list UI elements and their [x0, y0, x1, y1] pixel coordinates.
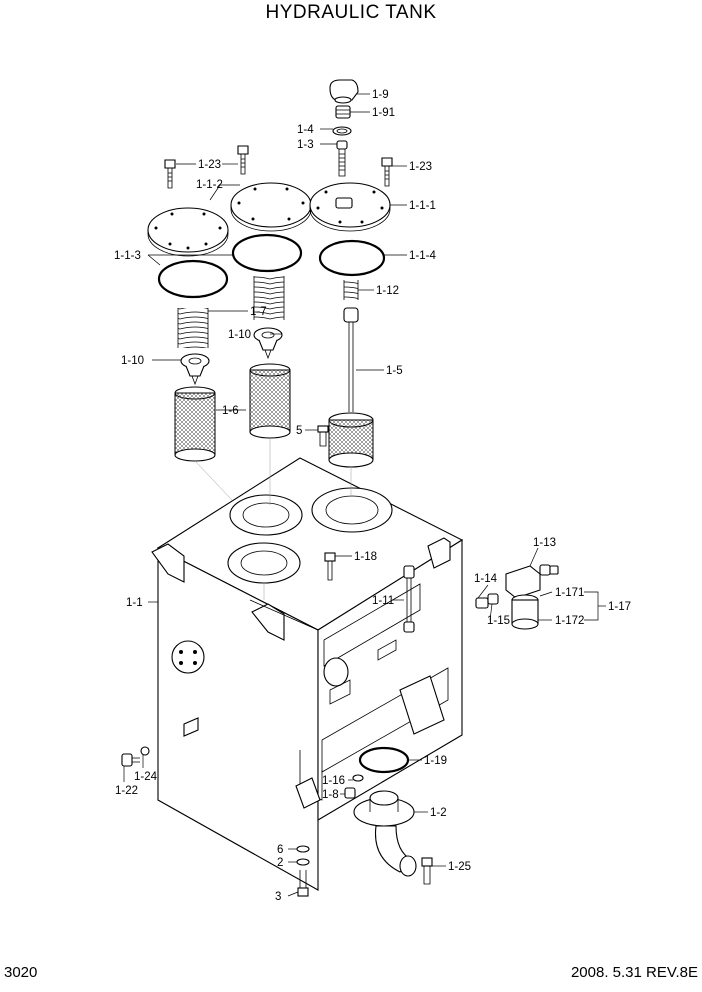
spring-1-12 [343, 280, 359, 300]
cover-plate-1-1-2 [230, 182, 312, 232]
callout-1-2: 1-2 [430, 807, 447, 819]
callout-1-1-4: 1-1-4 [409, 250, 436, 262]
bolt-1-25 [421, 857, 433, 885]
callout-1-6: 1-6 [222, 405, 239, 417]
valve-1-10-right [253, 327, 283, 360]
callout-1-22: 1-22 [115, 785, 138, 797]
bolt-1-18 [324, 552, 336, 581]
page-number: 3020 [4, 964, 38, 981]
callout-1-16: 1-16 [322, 775, 345, 787]
callout-1-1-1: 1-1-1 [409, 200, 436, 212]
elbow-fitting-1-9 [329, 79, 359, 104]
callout-labels: 1-9 1-91 1-4 1-3 1-23 1-23 1-1-2 1-1-1 1… [114, 89, 631, 903]
suction-pipe-1-2 [353, 790, 417, 877]
tank-body-1-1 [151, 457, 464, 891]
leader-lines [123, 93, 606, 897]
callout-2: 2 [277, 857, 283, 869]
callout-1-23-left: 1-23 [198, 159, 221, 171]
callout-1-24: 1-24 [134, 771, 158, 783]
o-ring-1-1-3-right [231, 233, 303, 273]
washer-6 [296, 845, 310, 853]
callout-1-11: 1-11 [372, 595, 394, 607]
bolt-5 [317, 425, 329, 447]
callout-1-17: 1-17 [608, 601, 631, 613]
callout-1-4: 1-4 [297, 124, 314, 136]
fitting-1-13 [539, 564, 559, 576]
callout-1-1-3: 1-1-3 [114, 250, 141, 262]
valve-1-10-left [180, 353, 210, 386]
bolt-1-23-left [164, 159, 176, 189]
callout-1-12: 1-12 [376, 285, 399, 297]
o-ring-1-16 [352, 774, 364, 782]
callout-1-25: 1-25 [448, 861, 471, 873]
side-bracket [183, 717, 199, 737]
o-ring-1-24 [140, 746, 150, 756]
cover-plate-left [147, 207, 229, 257]
callout-1-10-right: 1-10 [228, 329, 251, 341]
callout-1-91: 1-91 [372, 107, 395, 119]
callout-1-1: 1-1 [126, 597, 143, 609]
filter-element-1-6-right [249, 363, 291, 439]
washer-2 [296, 858, 310, 866]
fitting-1-14 [475, 597, 489, 609]
o-ring-1-1-4 [318, 239, 386, 277]
callout-1-19: 1-19 [424, 755, 447, 767]
callout-1-172: 1-172 [555, 615, 584, 627]
callout-1-23-right: 1-23 [409, 161, 432, 173]
sensor-1-22 [121, 753, 140, 767]
plug-1-8 [344, 787, 356, 799]
adapter-1-91 [335, 105, 351, 119]
callout-1-8: 1-8 [322, 789, 339, 801]
cover-plate-1-1-1 [309, 182, 391, 232]
callout-1-18: 1-18 [354, 551, 377, 563]
return-filter-1-17 [505, 565, 541, 630]
callout-1-171: 1-171 [555, 587, 584, 599]
callout-1-10-left: 1-10 [121, 355, 144, 367]
callout-1-5: 1-5 [386, 365, 403, 377]
callout-6: 6 [277, 844, 283, 856]
callout-1-14: 1-14 [474, 573, 498, 585]
level-gauge-1-11 [403, 565, 415, 633]
o-ring-1-1-3-left [157, 259, 229, 299]
callout-1-13: 1-13 [533, 537, 556, 549]
callout-1-9: 1-9 [372, 89, 389, 101]
callout-1-7: 1-7 [250, 306, 267, 318]
callout-1-15: 1-15 [487, 615, 510, 627]
plug-1-3 [336, 140, 348, 177]
fitting-1-15 [487, 593, 499, 605]
o-ring-1-4 [332, 126, 352, 136]
page-title: HYDRAULIC TANK [265, 2, 437, 23]
callout-5: 5 [296, 425, 302, 437]
spring-1-7-right [253, 276, 285, 320]
revision-label: 2008. 5.31 REV.8E [570, 964, 698, 981]
suction-strainer-1-5 [328, 307, 374, 468]
filter-element-1-6-left [174, 386, 216, 462]
spring-1-7-left [177, 308, 209, 348]
callout-1-3: 1-3 [297, 139, 314, 151]
bolt-1-23-middle [237, 145, 249, 175]
callout-1-1-2: 1-1-2 [196, 179, 223, 191]
callout-3: 3 [275, 891, 281, 903]
bolt-1-23-right [381, 157, 393, 187]
